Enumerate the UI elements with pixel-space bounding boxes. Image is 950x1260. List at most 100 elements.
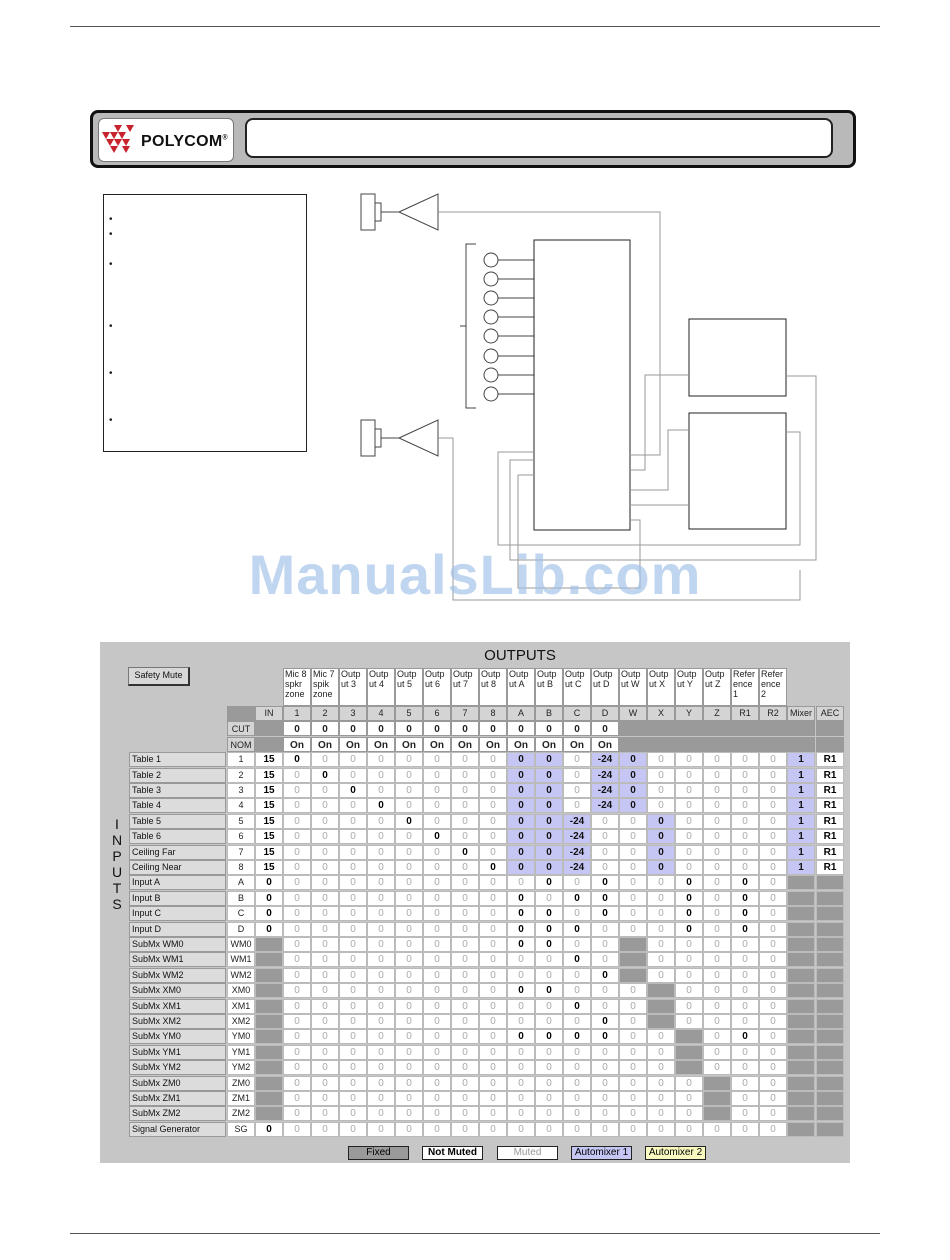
- output-cut-value[interactable]: 0: [395, 721, 423, 737]
- matrix-cell[interactable]: 0: [367, 998, 395, 1014]
- matrix-cell[interactable]: 0: [675, 798, 703, 814]
- matrix-cell[interactable]: 0: [591, 860, 619, 875]
- matrix-cell[interactable]: 0: [563, 767, 591, 783]
- matrix-cell[interactable]: 0: [283, 1075, 311, 1091]
- matrix-cell[interactable]: -24: [563, 813, 591, 829]
- matrix-cell[interactable]: 0: [535, 783, 563, 798]
- matrix-cell[interactable]: 0: [759, 860, 787, 875]
- matrix-cell[interactable]: 1: [787, 844, 815, 860]
- matrix-cell[interactable]: 0: [675, 952, 703, 968]
- matrix-cell[interactable]: 0: [451, 1014, 479, 1029]
- matrix-cell[interactable]: 0: [647, 921, 675, 937]
- matrix-cell[interactable]: 0: [535, 844, 563, 860]
- matrix-cell[interactable]: 0: [703, 998, 731, 1014]
- matrix-cell[interactable]: 0: [759, 813, 787, 829]
- matrix-cell[interactable]: 0: [507, 1121, 535, 1137]
- matrix-cell[interactable]: 0: [647, 1075, 675, 1091]
- matrix-cell[interactable]: 0: [703, 767, 731, 783]
- matrix-cell[interactable]: 0: [395, 1044, 423, 1060]
- matrix-cell[interactable]: 0: [283, 798, 311, 814]
- matrix-cell[interactable]: 0: [479, 983, 507, 999]
- matrix-cell[interactable]: 0: [675, 1091, 703, 1106]
- matrix-cell[interactable]: 0: [423, 998, 451, 1014]
- matrix-cell[interactable]: 0: [647, 875, 675, 891]
- matrix-cell[interactable]: 0: [647, 1121, 675, 1137]
- matrix-cell[interactable]: 0: [395, 783, 423, 798]
- matrix-cell[interactable]: 0: [311, 983, 339, 999]
- matrix-cell[interactable]: 0: [591, 937, 619, 952]
- matrix-cell[interactable]: 0: [311, 813, 339, 829]
- matrix-cell[interactable]: 0: [563, 937, 591, 952]
- matrix-cell[interactable]: 0: [479, 998, 507, 1014]
- matrix-cell[interactable]: 0: [563, 1029, 591, 1045]
- matrix-cell[interactable]: 0: [731, 1044, 759, 1060]
- matrix-cell[interactable]: 0: [311, 967, 339, 983]
- matrix-cell[interactable]: 0: [591, 1106, 619, 1122]
- matrix-cell[interactable]: 0: [367, 844, 395, 860]
- matrix-cell[interactable]: 0: [367, 1014, 395, 1029]
- matrix-cell[interactable]: 0: [479, 967, 507, 983]
- matrix-cell[interactable]: 0: [451, 1091, 479, 1106]
- matrix-cell[interactable]: 0: [451, 1121, 479, 1137]
- matrix-cell[interactable]: 0: [535, 967, 563, 983]
- matrix-cell[interactable]: 0: [507, 983, 535, 999]
- matrix-cell[interactable]: 0: [311, 921, 339, 937]
- matrix-cell[interactable]: 0: [591, 1091, 619, 1106]
- matrix-cell[interactable]: 0: [759, 967, 787, 983]
- matrix-cell[interactable]: 0: [423, 1121, 451, 1137]
- matrix-cell[interactable]: 0: [619, 783, 647, 798]
- matrix-cell[interactable]: 15: [255, 752, 283, 768]
- matrix-cell[interactable]: 0: [759, 937, 787, 952]
- matrix-cell[interactable]: 0: [675, 921, 703, 937]
- matrix-cell[interactable]: 0: [759, 890, 787, 906]
- matrix-cell[interactable]: 0: [367, 1121, 395, 1137]
- matrix-cell[interactable]: 0: [507, 1060, 535, 1076]
- matrix-cell[interactable]: 0: [367, 767, 395, 783]
- matrix-cell[interactable]: 0: [535, 906, 563, 922]
- matrix-cell[interactable]: 0: [423, 1075, 451, 1091]
- matrix-cell[interactable]: 0: [367, 783, 395, 798]
- matrix-cell[interactable]: 0: [759, 952, 787, 968]
- matrix-cell[interactable]: 0: [311, 1091, 339, 1106]
- matrix-cell[interactable]: 0: [759, 1060, 787, 1076]
- matrix-cell[interactable]: 0: [591, 1044, 619, 1060]
- matrix-cell[interactable]: 0: [731, 906, 759, 922]
- matrix-cell[interactable]: 0: [675, 860, 703, 875]
- matrix-cell[interactable]: 0: [675, 967, 703, 983]
- matrix-cell[interactable]: 0: [367, 1029, 395, 1045]
- matrix-cell[interactable]: 0: [395, 844, 423, 860]
- matrix-cell[interactable]: 0: [423, 1044, 451, 1060]
- matrix-cell[interactable]: 0: [283, 1029, 311, 1045]
- output-cut-value[interactable]: 0: [479, 721, 507, 737]
- matrix-cell[interactable]: 0: [591, 829, 619, 845]
- matrix-cell[interactable]: 0: [731, 1014, 759, 1029]
- matrix-cell[interactable]: 0: [451, 798, 479, 814]
- matrix-cell[interactable]: 0: [563, 952, 591, 968]
- matrix-cell[interactable]: 0: [451, 1106, 479, 1122]
- matrix-cell[interactable]: 0: [283, 844, 311, 860]
- matrix-cell[interactable]: 0: [507, 1075, 535, 1091]
- matrix-cell[interactable]: 0: [731, 983, 759, 999]
- matrix-cell[interactable]: 0: [619, 798, 647, 814]
- matrix-cell[interactable]: -24: [591, 798, 619, 814]
- matrix-cell[interactable]: 0: [367, 937, 395, 952]
- matrix-cell[interactable]: 0: [283, 829, 311, 845]
- matrix-cell[interactable]: 0: [703, 783, 731, 798]
- output-nom-value[interactable]: On: [283, 736, 311, 752]
- matrix-cell[interactable]: 0: [311, 860, 339, 875]
- matrix-cell[interactable]: 0: [507, 967, 535, 983]
- matrix-cell[interactable]: 0: [731, 783, 759, 798]
- matrix-cell[interactable]: 0: [619, 1044, 647, 1060]
- matrix-cell[interactable]: 0: [535, 1075, 563, 1091]
- matrix-cell[interactable]: 0: [339, 967, 367, 983]
- matrix-cell[interactable]: 0: [451, 1060, 479, 1076]
- matrix-cell[interactable]: 0: [395, 967, 423, 983]
- matrix-cell[interactable]: 0: [451, 813, 479, 829]
- matrix-cell[interactable]: 0: [451, 890, 479, 906]
- matrix-cell[interactable]: 0: [759, 1075, 787, 1091]
- matrix-cell[interactable]: 0: [367, 890, 395, 906]
- matrix-cell[interactable]: 0: [675, 906, 703, 922]
- matrix-cell[interactable]: 0: [339, 1075, 367, 1091]
- matrix-cell[interactable]: 0: [339, 1091, 367, 1106]
- matrix-cell[interactable]: 0: [703, 1014, 731, 1029]
